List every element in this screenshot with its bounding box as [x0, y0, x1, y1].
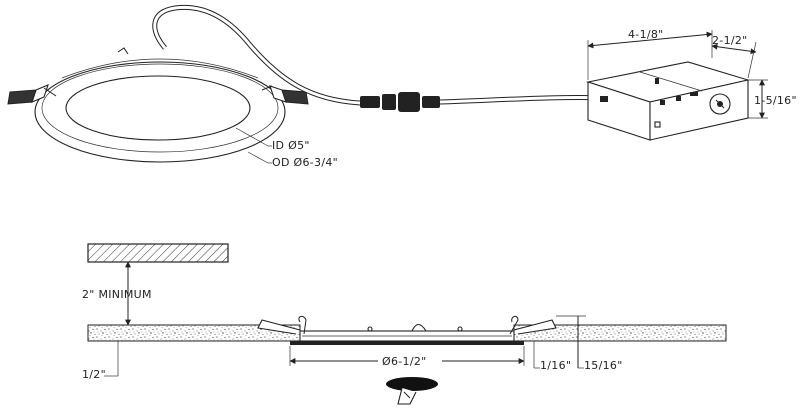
install-tool-graphic: [386, 377, 438, 405]
connector-female: [422, 96, 440, 108]
box-width-dim: [711, 43, 757, 55]
flange-thickness-label: 1/16": [540, 359, 571, 372]
box-dimensions: 4-1/8" 2-1/2" 1-5/16": [587, 28, 797, 119]
diameter-callouts: ID Ø5" OD Ø6-3/4": [235, 127, 338, 169]
box-width-label: 2-1/2": [712, 34, 748, 47]
lens: [65, 75, 251, 141]
right-spring-clip: [261, 85, 309, 105]
box-length-label: 4-1/8": [628, 28, 664, 41]
left-clip: [257, 319, 301, 335]
fixture-depth-label: 15/16": [584, 359, 623, 372]
connector-nut: [398, 92, 420, 112]
left-spring-clip: [7, 84, 57, 105]
housing-top-edge: [61, 58, 259, 79]
luminaire-perspective: [7, 47, 309, 163]
ceiling-thickness-label: 1/2": [82, 368, 106, 381]
junction-box: [585, 61, 751, 141]
driver-bump: [411, 323, 427, 332]
box-height-label: 1-5/16": [754, 94, 797, 107]
right-clip: [513, 319, 557, 335]
outer-diameter-label: OD Ø6-3/4": [272, 156, 338, 169]
section-view: 2" MINIMUM 1/2" Ø6-1/2" 1/16": [82, 243, 727, 405]
trim-flange: [290, 341, 524, 345]
cutout-diameter-label: Ø6-1/2": [382, 355, 427, 368]
inner-diameter-label: ID Ø5": [272, 139, 310, 152]
connector-male: [360, 96, 380, 108]
joist: [87, 243, 229, 263]
trim-rim: [41, 63, 279, 153]
box-length-dim: [587, 31, 713, 49]
clearance-label: 2" MINIMUM: [82, 288, 152, 301]
